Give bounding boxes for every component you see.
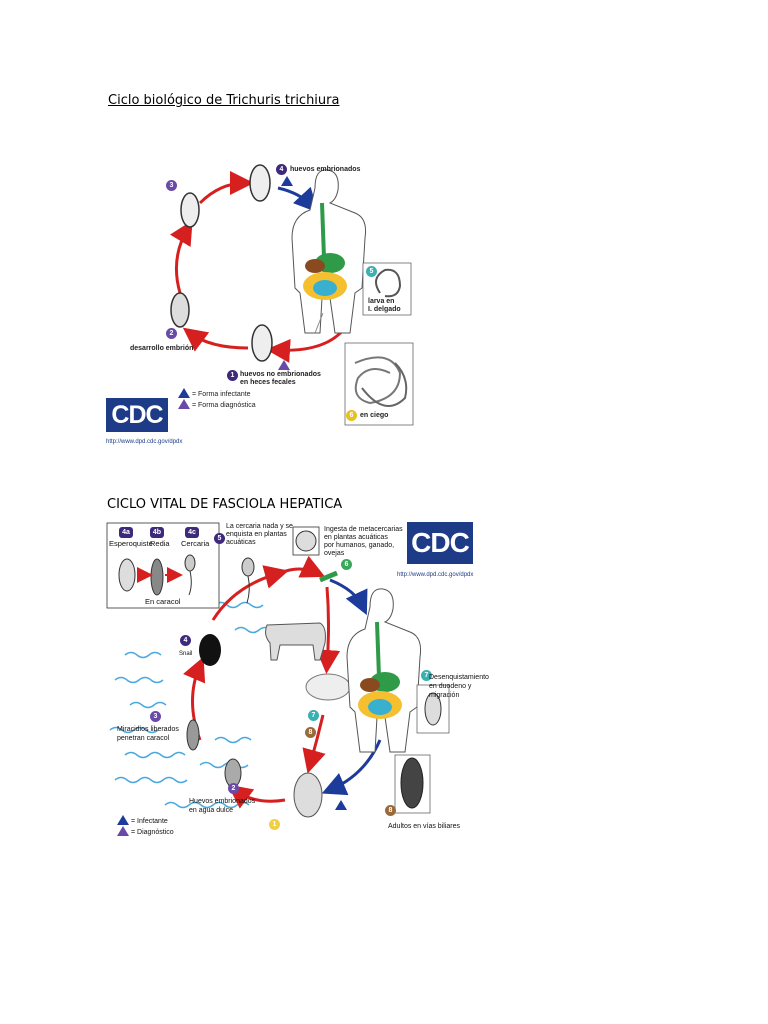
- label-adultos: Adultos en vías biliares: [388, 823, 460, 830]
- stage-number-4: 4: [180, 635, 191, 646]
- stage-number-5: 5: [214, 533, 225, 544]
- label-en-ciego: en ciego: [360, 412, 389, 419]
- stage-number-4b: 4b: [150, 527, 164, 538]
- label-huevos-embrionados: huevos embrionados: [290, 166, 361, 173]
- label-desarrollo-embrion: desarrollo embrión: [130, 345, 194, 352]
- stage-number-7: 7: [308, 710, 319, 721]
- stage-number-8b: 8: [385, 805, 396, 816]
- stage-number-3: 3: [166, 180, 177, 191]
- stage-number-6: 6: [341, 559, 352, 570]
- legend-diagnostico-2: = Diagnóstico: [131, 829, 174, 836]
- stage-number-4: 4: [276, 164, 287, 175]
- stage-number-6: 6: [346, 410, 357, 421]
- label-cercaria-nada: La cercaria nada y se enquista en planta…: [226, 523, 293, 546]
- label-snail: Snail: [179, 651, 193, 657]
- trichuris-cycle-diagram: [169, 164, 414, 426]
- stage-number-7b: 7: [421, 670, 432, 681]
- label-cercaria: Cercaria: [181, 539, 210, 548]
- label-en-caracol: En caracol: [145, 597, 181, 606]
- stage-number-2: 2: [166, 328, 177, 339]
- label-esperoquiste: Esperoquiste: [109, 539, 153, 548]
- stage-number-5: 5: [366, 266, 377, 277]
- label-larva: larva en I. delgado: [368, 298, 401, 313]
- cdc-url: http://www.dpd.cdc.gov/dpdx: [106, 439, 183, 445]
- label-redia: Redia: [150, 539, 170, 548]
- label-huevos-embrionados: Huevos embrionados en agua dulce: [189, 798, 256, 814]
- legend-infectante: = Forma infectante: [192, 391, 251, 398]
- label-desenquistamiento: Desenquistamiento en duodeno y migración: [429, 674, 489, 699]
- stage-number-2: 2: [228, 783, 239, 794]
- stage-number-4a: 4a: [119, 527, 133, 538]
- trichuris-title: Ciclo biológico de Trichuris trichiura: [108, 93, 340, 108]
- cdc-url-2: http://www.dpd.cdc.gov/dpdx: [397, 572, 474, 578]
- stage-number-1: 1: [269, 819, 280, 830]
- label-ingesta-metacercarias: Ingesta de metacercarias en plantas acuá…: [324, 526, 403, 557]
- fasciola-life-cycle-figure: 4a 4b 4c Esperoquiste Redia Cercaria En …: [105, 515, 489, 840]
- legend-diagnostica: = Forma diagnóstica: [192, 402, 256, 409]
- stage-number-1: 1: [227, 370, 238, 381]
- stage-number-8: 8: [305, 727, 316, 738]
- trichuris-life-cycle-figure: 4 huevos embrionados 3 5 larva en I. del…: [100, 158, 415, 458]
- label-huevos-no-embrionados: huevos no embrionados en heces fecales: [240, 371, 321, 386]
- cdc-logo: CDC: [106, 398, 168, 432]
- legend-infectante-2: = Infectante: [131, 818, 168, 825]
- fasciola-title: CICLO VITAL DE FASCIOLA HEPATICA: [107, 497, 343, 512]
- label-miracidios: Miracidios liberados penetran caracol: [117, 726, 179, 742]
- cdc-logo-2: CDC: [407, 522, 473, 564]
- stage-number-4c: 4c: [185, 527, 199, 538]
- stage-number-3: 3: [150, 711, 161, 722]
